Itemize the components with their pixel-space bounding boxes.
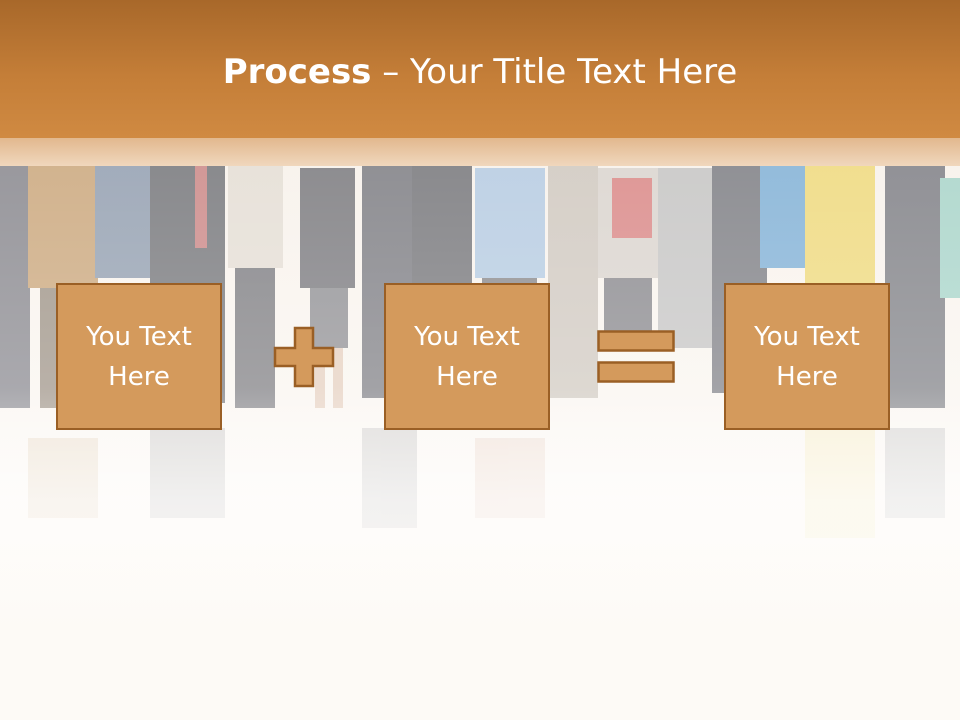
equals-icon [597,330,675,383]
plus-icon [273,326,335,388]
title-band [0,0,960,138]
process-box-2[interactable]: You Text Here [384,283,550,430]
photo-wash-overlay [0,166,960,720]
title-strip [0,138,960,166]
process-box-1[interactable]: You Text Here [56,283,222,430]
slide-title-rest: – Your Title Text Here [371,52,738,92]
process-box-3[interactable]: You Text Here [724,283,890,430]
slide-title-bold: Process [222,52,372,92]
slide-title[interactable]: Process – Your Title Text Here [0,52,960,92]
